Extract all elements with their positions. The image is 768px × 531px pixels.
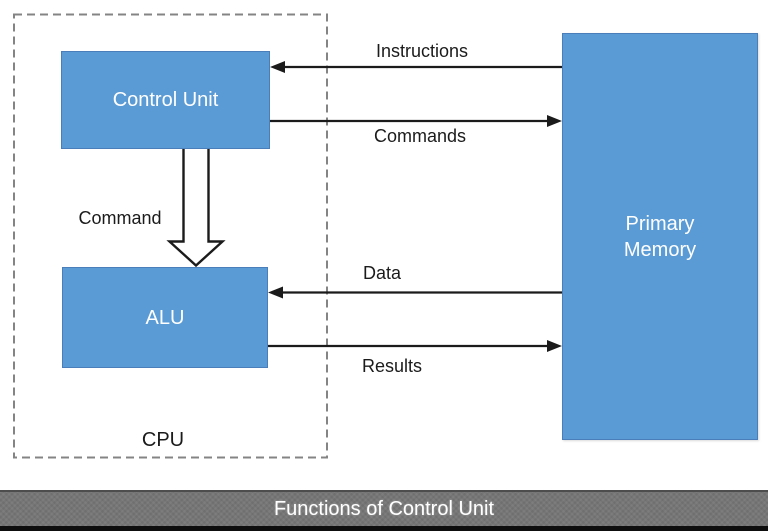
bottom-edge-strip xyxy=(0,526,768,531)
instructions-arrow-label: Instructions xyxy=(375,41,469,61)
alu-label: ALU xyxy=(145,306,185,329)
footer-title-bar: Functions of Control Unit xyxy=(0,490,768,526)
instructions-arrow xyxy=(270,61,562,73)
primary-memory-box: Primary Memory xyxy=(562,33,758,440)
cpu-group-label: CPU xyxy=(141,429,185,451)
control-unit-box: Control Unit xyxy=(61,51,270,149)
results-arrow-label: Results xyxy=(361,356,423,376)
results-arrow xyxy=(268,340,562,352)
control-unit-label: Control Unit xyxy=(112,89,219,111)
command-arrow-label: Command xyxy=(78,208,162,228)
commands-arrow-label: Commands xyxy=(373,126,467,146)
slide-title: Functions of Control Unit xyxy=(273,497,495,520)
data-arrow xyxy=(268,286,562,299)
data-arrow-label: Data xyxy=(362,263,402,283)
alu-box: ALU xyxy=(62,267,268,368)
command-block-arrow xyxy=(166,149,226,268)
primary-memory-label: Primary Memory xyxy=(623,212,697,261)
